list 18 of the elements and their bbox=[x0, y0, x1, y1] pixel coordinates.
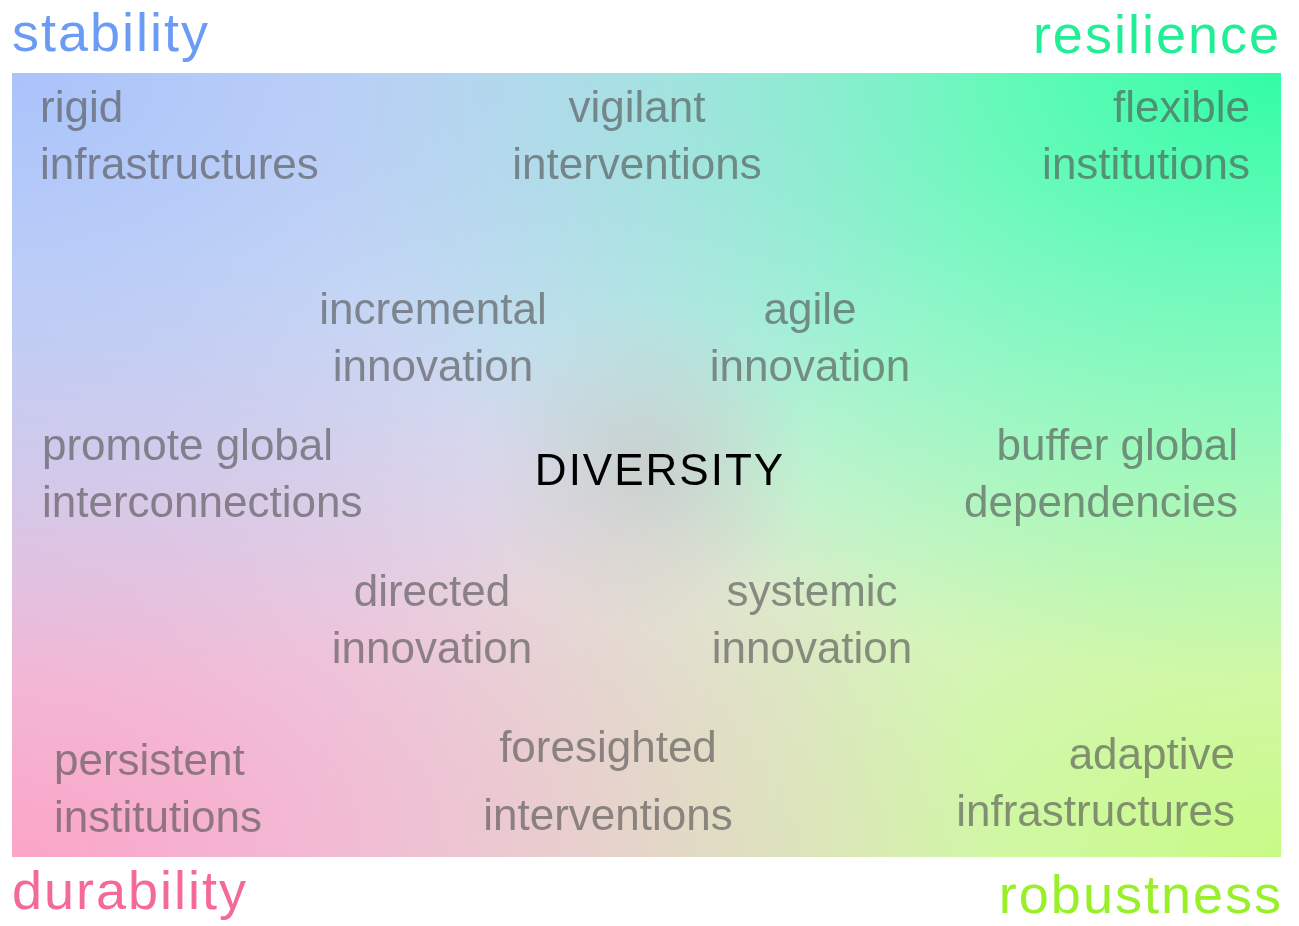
quadrant-label: vigilant interventions bbox=[511, 81, 763, 190]
quadrant-label: buffer global dependencies bbox=[963, 419, 1238, 528]
quadrant-label: agile innovation bbox=[708, 283, 912, 392]
quadrant-label: persistent institutions bbox=[54, 734, 263, 843]
corner-label: durability bbox=[12, 860, 249, 920]
quadrant-label: foresighted interventions bbox=[482, 721, 734, 841]
gradient-panel bbox=[12, 73, 1281, 857]
quadrant-label: directed innovation bbox=[330, 565, 534, 674]
corner-label: robustness bbox=[998, 864, 1283, 924]
center-label: DIVERSITY bbox=[533, 444, 787, 496]
quadrant-label: adaptive infrastructures bbox=[955, 728, 1235, 837]
quadrant-label: flexible institutions bbox=[1041, 81, 1250, 190]
quadrant-label: systemic innovation bbox=[710, 565, 914, 674]
quadrant-label: promote global interconnections bbox=[42, 419, 364, 528]
quadrant-label: rigid infrastructures bbox=[40, 81, 320, 190]
corner-label: stability bbox=[12, 2, 211, 62]
quadrant-label: incremental innovation bbox=[318, 283, 548, 392]
corner-label: resilience bbox=[1032, 4, 1281, 64]
